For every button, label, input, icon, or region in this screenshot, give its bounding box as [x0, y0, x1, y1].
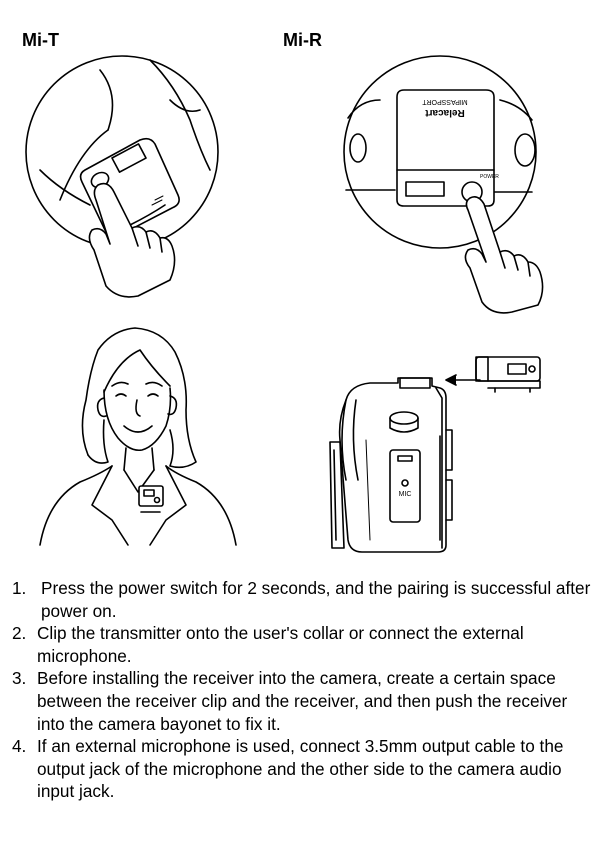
step-text: If an external microphone is used, conne…: [37, 736, 564, 802]
step-number: 4.: [12, 736, 27, 757]
instruction-illustrations: Relacart MIPASSPORT POWER: [25, 55, 544, 553]
receiver-label: Mi-R: [283, 30, 322, 50]
receiver-model-text: MIPASSPORT: [422, 98, 468, 105]
step-text: Press the power switch for 2 seconds, an…: [41, 578, 591, 621]
step-text: Before installing the receiver into the …: [37, 668, 568, 734]
step-text: Clip the transmitter onto the user's col…: [37, 623, 524, 666]
instruction-step: 2. Clip the transmitter onto the user's …: [12, 622, 592, 667]
receiver-brand-text: Relacart: [425, 107, 465, 118]
instruction-step: 3. Before installing the receiver into t…: [12, 667, 592, 735]
step-number: 1.: [12, 578, 27, 598]
transmitter-power-illustration: [25, 55, 219, 298]
woman-with-transmitter-illustration: [39, 327, 237, 546]
receiver-power-illustration: Relacart MIPASSPORT POWER: [343, 55, 544, 314]
camera-mount-illustration: MIC: [329, 356, 541, 553]
step-number: 2.: [12, 623, 27, 644]
mic-port-label: MIC: [399, 491, 412, 498]
receiver-power-text: POWER: [480, 174, 499, 180]
instruction-step: 4. If an external microphone is used, co…: [12, 735, 592, 803]
instructions-list: 1. Press the power switch for 2 seconds,…: [12, 577, 592, 803]
step-number: 3.: [12, 668, 27, 689]
transmitter-label: Mi-T: [22, 30, 59, 50]
instruction-step: 1. Press the power switch for 2 seconds,…: [12, 577, 592, 622]
